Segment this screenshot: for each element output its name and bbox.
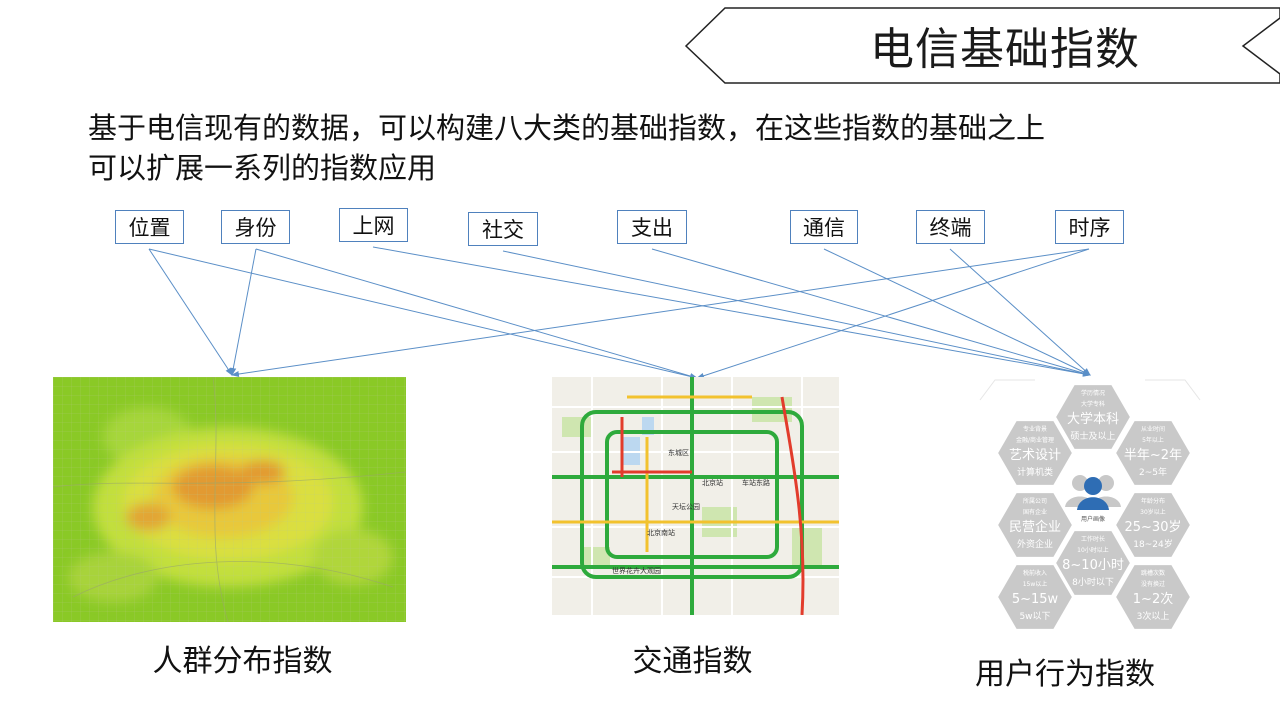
profile-hex-shape bbox=[995, 563, 1075, 631]
profile-hex-cell: 税前收入 15w以上 5~15w 5w以下 bbox=[995, 563, 1075, 631]
profile-hex-subtitle-2: 8小时以下 bbox=[1072, 576, 1114, 588]
map-label-tiantan: 天坛公园 bbox=[672, 502, 700, 511]
profile-hex-subtitle-2: 18~24岁 bbox=[1133, 538, 1172, 550]
profile-hex-subtitle-2: 3次以上 bbox=[1137, 610, 1170, 622]
profile-hex-subtitle: 大学专科 bbox=[1081, 400, 1105, 408]
profile-hex-main: 1~2次 bbox=[1133, 591, 1173, 607]
page-title: 电信基础指数 bbox=[870, 24, 1140, 75]
map-label-dongcheng: 东城区 bbox=[668, 448, 689, 457]
map-label-beijing-station: 北京站 bbox=[702, 478, 723, 487]
map-label-flower-park: 世界花卉大观园 bbox=[612, 566, 661, 575]
profile-hex-subtitle-2: 硕士及以上 bbox=[1070, 430, 1115, 442]
profile-hex-cell: 年龄分布 30岁以上 25~30岁 18~24岁 bbox=[1113, 491, 1193, 559]
user-profile-hexgraph: 学历情况大学专科大学本科硕士及以上从业时间5年以上半年~2年2~5年年龄分布30… bbox=[979, 379, 1201, 631]
profile-hex-shape bbox=[1113, 491, 1193, 559]
behavior-index-caption: 用户行为指数 bbox=[975, 657, 1155, 692]
profile-hex-shape bbox=[1113, 563, 1193, 631]
map-label-beijing-south: 北京南站 bbox=[647, 528, 675, 537]
profile-hex-shape bbox=[995, 491, 1075, 559]
title-banner-shape bbox=[684, 7, 1280, 84]
intro-text: 基于电信现有的数据，可以构建八大类的基础指数，在这些指数的基础之上 可以扩展一系… bbox=[88, 108, 1208, 188]
profile-hex-main: 民营企业 bbox=[1009, 519, 1061, 535]
profile-hex-shape bbox=[995, 419, 1075, 487]
profile-hex-subtitle: 金融/商业管理 bbox=[1016, 436, 1054, 444]
profile-hex-subtitle: 10小时以上 bbox=[1077, 546, 1109, 554]
category-box-social: 社交 bbox=[468, 212, 538, 246]
crowd-index-caption: 人群分布指数 bbox=[152, 644, 333, 679]
category-box-identity: 身份 bbox=[221, 210, 290, 244]
category-box-spending: 支出 bbox=[617, 210, 687, 244]
profile-hex-subtitle: 5年以上 bbox=[1142, 436, 1164, 444]
intro-line-1: 基于电信现有的数据，可以构建八大类的基础指数，在这些指数的基础之上 bbox=[88, 111, 1046, 145]
profile-hex-title: 专业背景 bbox=[1023, 425, 1047, 433]
profile-hex-subtitle-2: 5w以下 bbox=[1019, 612, 1050, 622]
category-box-internet: 上网 bbox=[339, 208, 408, 242]
profile-hex-main: 8~10小时 bbox=[1062, 558, 1124, 573]
profile-hex-subtitle: 没有换过 bbox=[1141, 580, 1165, 588]
profile-hex-main: 25~30岁 bbox=[1125, 520, 1182, 535]
profile-hex-cell: 工作时长 10小时以上 8~10小时 8小时以下 bbox=[1053, 529, 1133, 597]
profile-hex-shape bbox=[1053, 529, 1133, 597]
category-box-communication: 通信 bbox=[790, 210, 858, 244]
profile-hex-main: 艺术设计 bbox=[1009, 448, 1061, 463]
profile-hex-subtitle-2: 计算机类 bbox=[1017, 466, 1053, 478]
profile-hex-title: 学历情况 bbox=[1081, 389, 1105, 397]
crowd-heatmap-image bbox=[53, 377, 406, 622]
profile-hex-subtitle: 30岁以上 bbox=[1140, 508, 1166, 516]
profile-hex-subtitle: 国有企业 bbox=[1023, 508, 1047, 516]
profile-hex-main: 5~15w bbox=[1012, 592, 1059, 607]
profile-hex-subtitle: 15w以上 bbox=[1023, 580, 1048, 588]
user-avatar-icon bbox=[1065, 475, 1121, 510]
profile-hex-shape bbox=[1053, 383, 1133, 451]
profile-hex-shape bbox=[1113, 419, 1193, 487]
profile-hex-title: 工作时长 bbox=[1081, 535, 1105, 543]
profile-hex-main: 大学本科 bbox=[1067, 411, 1119, 427]
traffic-index-caption: 交通指数 bbox=[632, 644, 753, 679]
category-box-timing: 时序 bbox=[1055, 210, 1124, 244]
profile-hex-subtitle-2: 外资企业 bbox=[1017, 538, 1053, 550]
profile-hex-subtitle-2: 2~5年 bbox=[1139, 466, 1167, 478]
category-box-terminal: 终端 bbox=[916, 210, 985, 244]
profile-hex-title: 跳槽次数 bbox=[1141, 569, 1165, 577]
user-profile-center-label: 用户画像 bbox=[1081, 515, 1105, 523]
traffic-map-image: 东城区 北京站 北京南站 天坛公园 车站东路 世界花卉大观园 bbox=[552, 377, 839, 615]
profile-hex-title: 从业时间 bbox=[1141, 425, 1165, 433]
map-label-chezhan-donglu: 车站东路 bbox=[742, 478, 770, 487]
category-box-location: 位置 bbox=[115, 210, 184, 244]
profile-hex-main: 半年~2年 bbox=[1124, 448, 1182, 463]
profile-hex-title: 所属公司 bbox=[1023, 497, 1047, 505]
profile-hex-title: 税前收入 bbox=[1023, 569, 1047, 577]
profile-hex-title: 年龄分布 bbox=[1141, 497, 1165, 505]
intro-line-2: 可以扩展一系列的指数应用 bbox=[88, 151, 437, 185]
